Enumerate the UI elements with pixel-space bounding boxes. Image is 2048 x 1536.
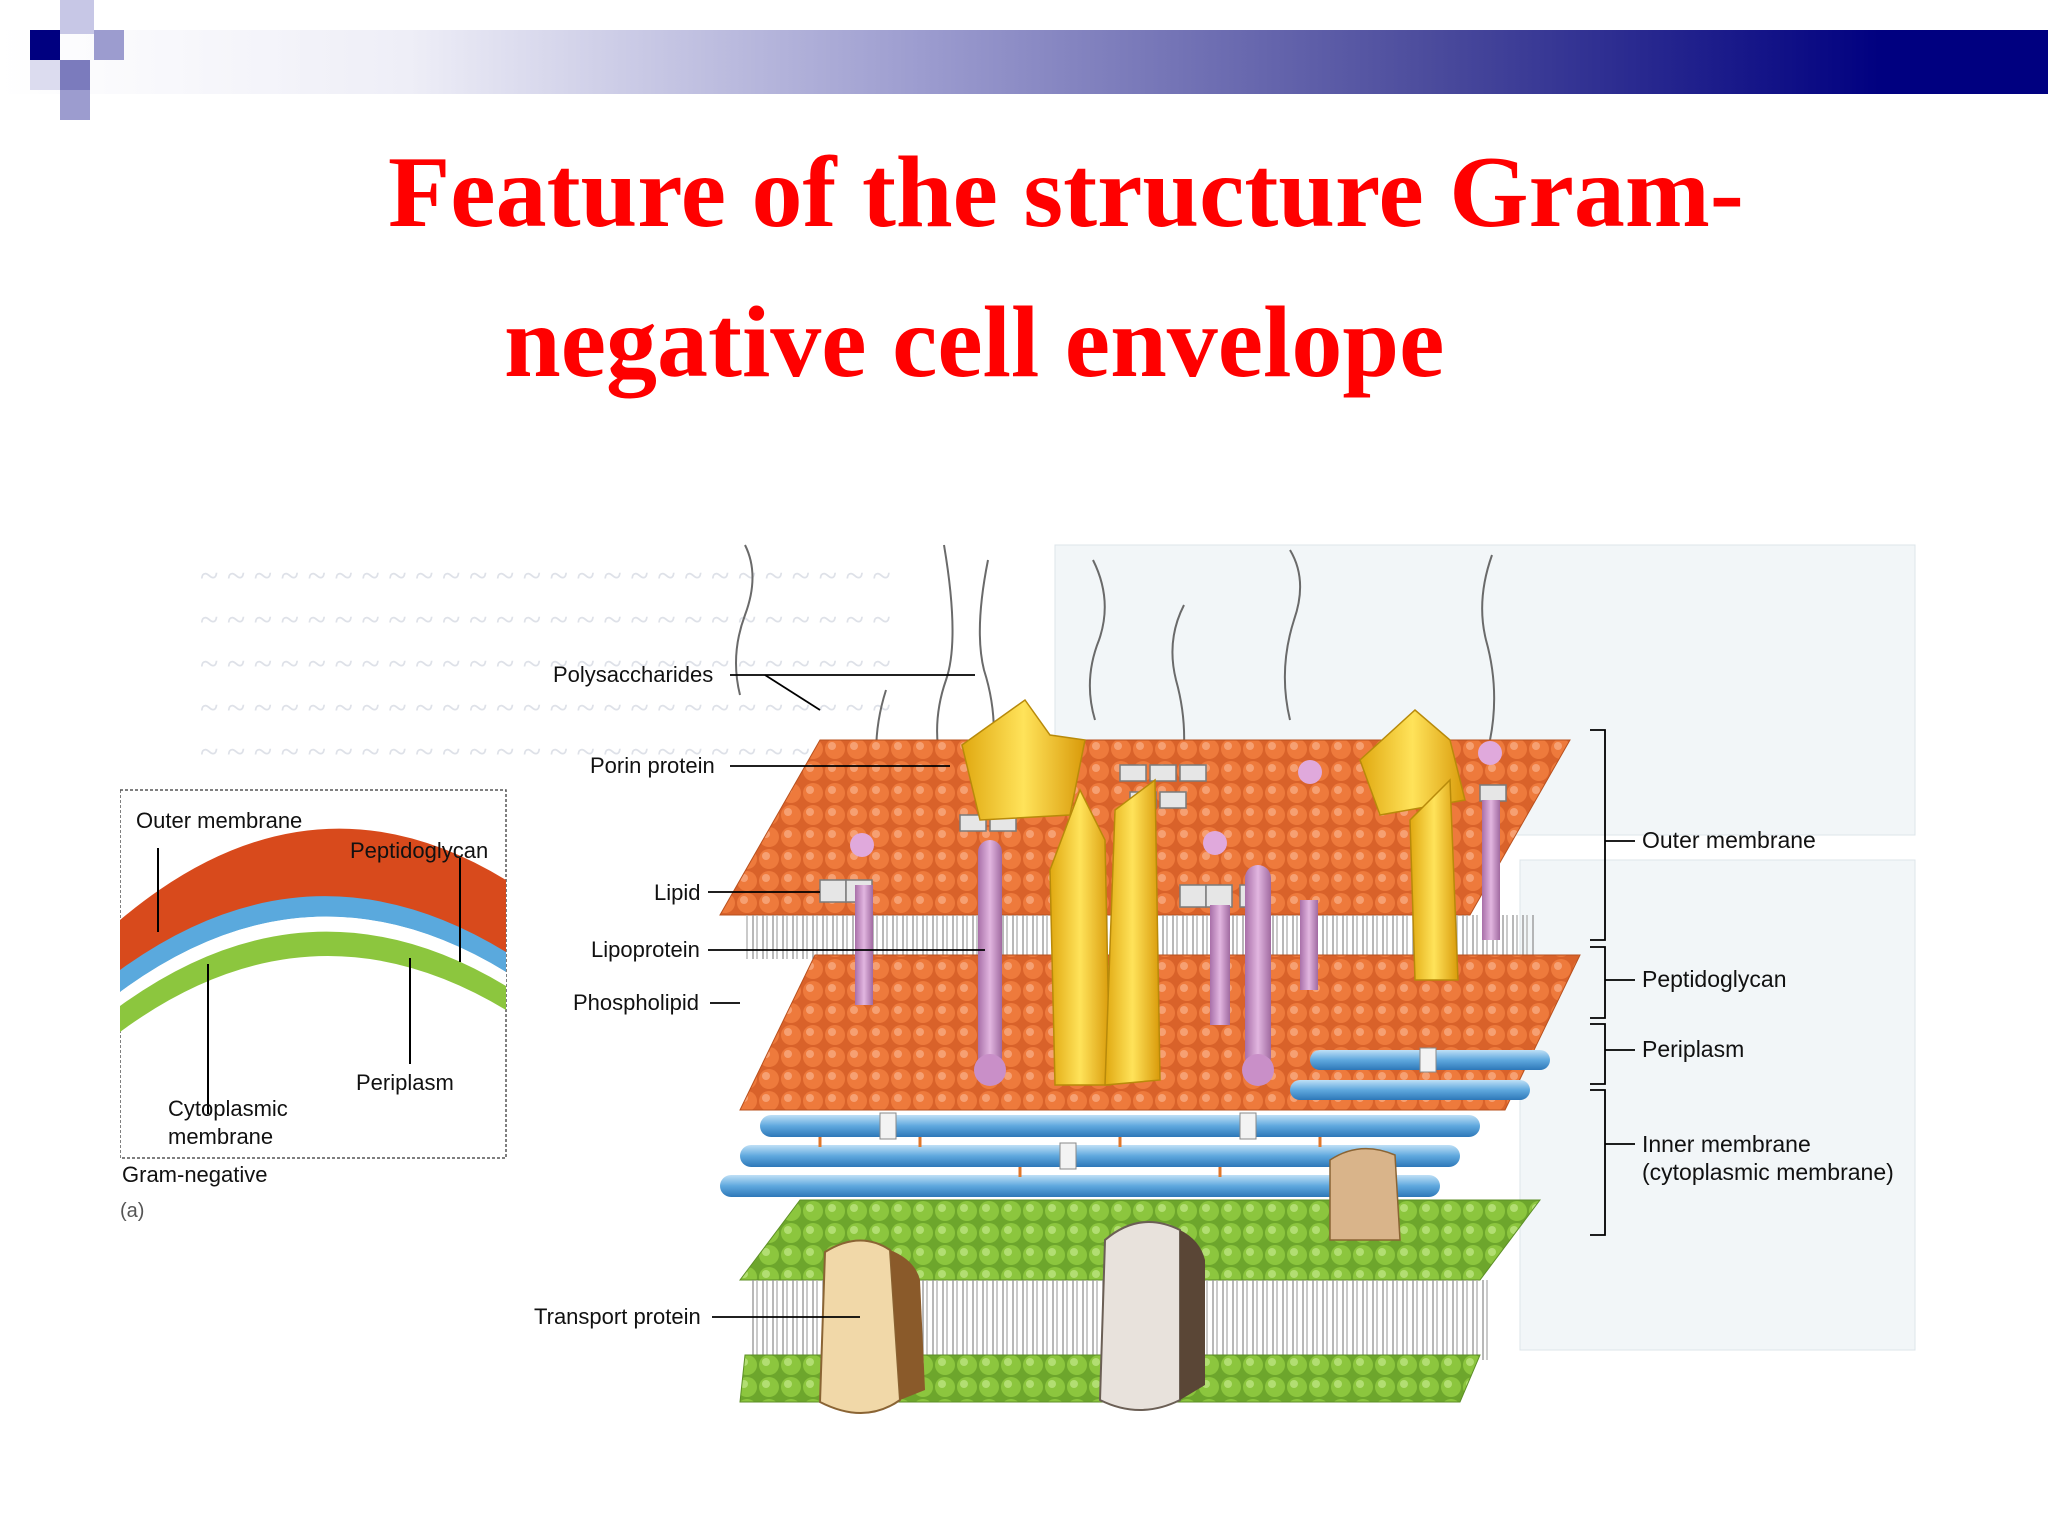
inset-cytoplasmic-membrane-band [120,931,506,1032]
main-illustration [708,544,1635,1414]
transport-protein-label: Transport protein [534,1304,701,1329]
lipoprotein-label: Lipoprotein [591,937,700,962]
polysaccharides-label: Polysaccharides [553,662,714,687]
inset-peptidoglycan-label: Peptidoglycan [350,838,489,863]
background-panel [1519,859,1916,1351]
accent-square-mid [60,0,94,34]
inset-outer-membrane-label: Outer membrane [136,808,303,833]
transport-proteins [818,1147,1401,1414]
inset-panel [120,789,507,1159]
inner-membrane-label-line-2: (cytoplasmic membrane) [1642,1159,1894,1185]
lipid-label: Lipid [654,880,701,905]
accent-square-light [60,90,90,120]
accent-square-mid [60,60,90,90]
periplasm-label: Periplasm [1642,1036,1745,1062]
inner-membrane-label: Inner membrane (cytoplasmic membrane) [1642,1130,1894,1186]
porin-protein-label: Porin protein [590,753,715,778]
slide-title: Feature of the structure Gram- negative … [300,118,2000,418]
lipoproteins [850,741,1502,1086]
accent-square-dark [30,30,60,60]
title-line-1: Feature of the structure Gram- [388,136,1744,249]
gram-negative-envelope-figure: ~ ~ ~ ~ ~ ~ ~ ~ ~ ~ ~ ~ ~ ~ ~ ~ ~ ~ ~ ~ … [120,540,1920,1440]
accent-square-light [30,60,60,90]
inset-cytoplasmic-label-line-1: Cytoplasmic [168,1096,288,1121]
inset-caption: Gram-negative [122,1162,268,1187]
envelope-illustration [120,544,1916,1414]
title-accent-bar [0,30,2048,94]
label-leader-lines [708,674,1635,1318]
peptidoglycan-layer [720,1047,1550,1200]
bleed-through-text: ~ ~ ~ ~ ~ ~ ~ ~ ~ ~ ~ ~ ~ ~ ~ ~ ~ ~ ~ ~ … [200,558,891,771]
outer-membrane-label: Outer membrane [1642,827,1816,853]
inset-panel-letter: (a) [120,1200,145,1222]
inset-cytoplasmic-membrane-label: Cytoplasmic membrane [168,1095,288,1151]
porin-proteins [961,698,1466,1086]
outer-membrane-bottom-leaflet [739,954,1581,1111]
accent-square-mid [94,30,124,60]
inset-cytoplasmic-label-line-2: membrane [168,1124,274,1149]
title-line-2: negative cell envelope [504,286,1445,399]
phospholipid-label: Phospholipid [573,990,699,1015]
inset-peptidoglycan-band [120,896,506,992]
inset-periplasm-label: Periplasm [356,1070,454,1095]
inner-membrane-label-line-1: Inner membrane [1642,1131,1811,1157]
peptidoglycan-label: Peptidoglycan [1642,966,1787,992]
